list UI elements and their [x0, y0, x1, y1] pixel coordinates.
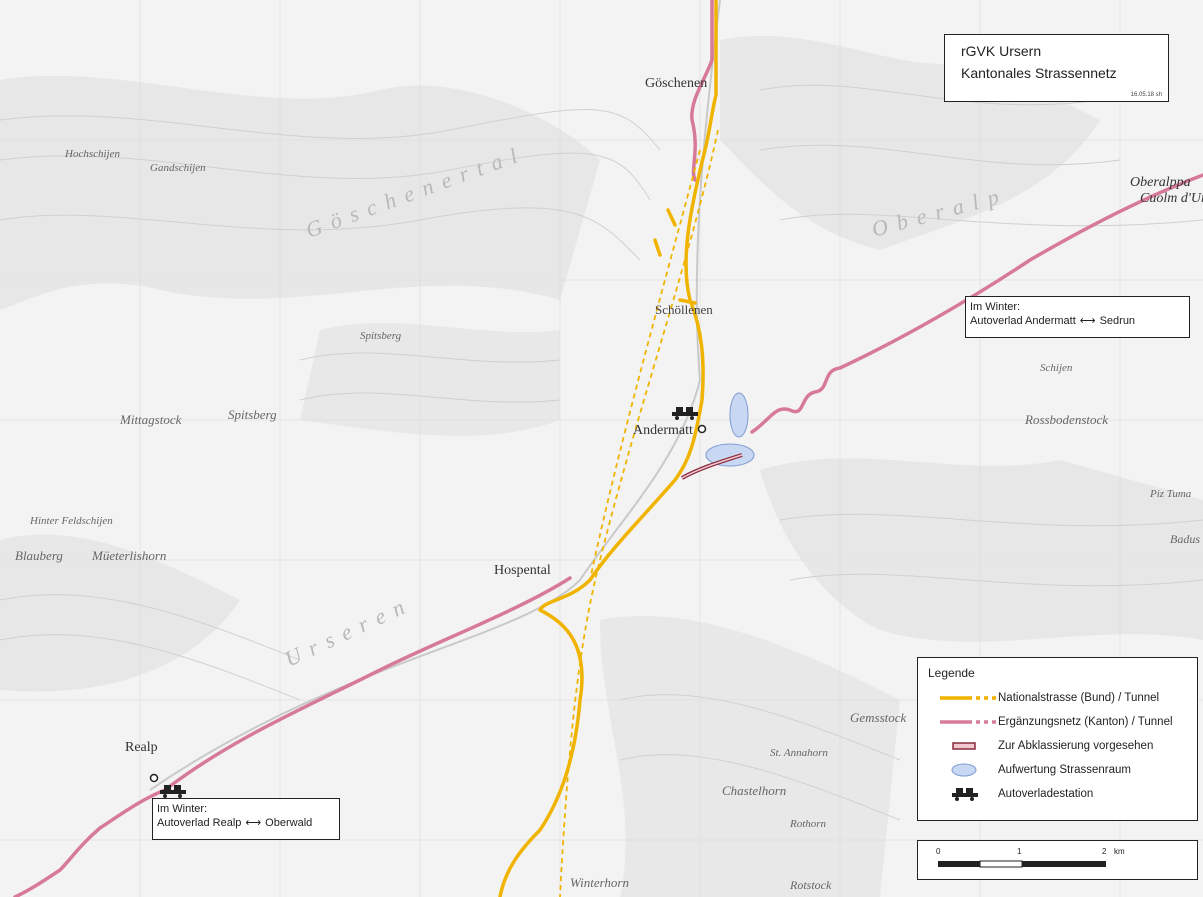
- contour-lines: [0, 84, 1203, 821]
- cantonal-road-symbol-icon: [928, 712, 998, 732]
- scale-tick-0: 0: [936, 847, 941, 856]
- legend-label: Aufwertung Strassenraum: [998, 764, 1131, 776]
- place-winterhorn: Winterhorn: [570, 875, 629, 890]
- place-st-annahorn: St. Annahorn: [770, 747, 828, 759]
- place-gandschijen: Gandschijen: [150, 162, 206, 174]
- upgrade-area-andermatt-south[interactable]: [705, 443, 755, 467]
- cantonal-road-furka[interactable]: [13, 576, 572, 897]
- upgrade-area-andermatt-north[interactable]: [729, 392, 749, 438]
- winter-note-to: Sedrun: [1099, 315, 1136, 327]
- winter-note-sedrun: Im Winter: Autoverlad Andermatt⟷Sedrun: [965, 296, 1190, 338]
- place-schijen: Schijen: [1040, 362, 1073, 374]
- terrain-relief: [0, 35, 1203, 897]
- legend-label: Ergänzungsnetz (Kanton) / Tunnel: [998, 716, 1173, 728]
- place-rotstock: Rotstock: [790, 878, 832, 892]
- place-spitsberg-2: Spitsberg: [228, 407, 277, 422]
- legend-item-upgrade-area: Aufwertung Strassenraum: [928, 760, 1187, 780]
- place-rossbodenstock: Rossbodenstock: [1025, 412, 1109, 427]
- upgrade-area-symbol-icon: [928, 760, 998, 780]
- legend-label: Nationalstrasse (Bund) / Tunnel: [998, 692, 1160, 704]
- map-title-box: rGVK Ursern Kantonales Strassennetz 16.0…: [944, 34, 1169, 102]
- place-gemsstock: Gemsstock: [850, 710, 907, 725]
- map-date: 16.05.18 sh: [1130, 92, 1162, 98]
- place-piz-tuma: Piz Tuma: [1150, 488, 1192, 500]
- place-hinter-feldschijen: Hinter Feldschijen: [30, 515, 113, 527]
- place-mittagstock: Mittagstock: [120, 412, 182, 427]
- legend-item-cantonal-road: Ergänzungsnetz (Kanton) / Tunnel: [928, 712, 1187, 732]
- double-arrow-icon: ⟷: [1079, 315, 1096, 327]
- place-chastelhorn: Chastelhorn: [722, 783, 787, 798]
- place-oberalppass[interactable]: Oberalppa: [1130, 175, 1191, 190]
- legend-item-national-road: Nationalstrasse (Bund) / Tunnel: [928, 688, 1187, 708]
- place-andermatt[interactable]: Andermatt: [633, 423, 693, 438]
- declassification-symbol-icon: [928, 736, 998, 756]
- winter-note-from: Autoverlad Andermatt: [970, 315, 1076, 327]
- national-tunnels: [559, 129, 719, 897]
- scale-bar: 0 1 2 km: [917, 840, 1198, 880]
- winter-note-heading: Im Winter:: [157, 803, 208, 815]
- map-title: rGVK Ursern: [961, 43, 1042, 59]
- national-road-schoellenen-branch[interactable]: [653, 208, 697, 305]
- cantonal-road-schoellenen[interactable]: [690, 0, 714, 182]
- place-schoellenen[interactable]: Schöllenen: [655, 302, 713, 317]
- place-badus: Badus: [1170, 532, 1200, 546]
- national-road-symbol-icon: [928, 688, 998, 708]
- scale-unit: km: [1114, 847, 1125, 856]
- station-andermatt[interactable]: [672, 407, 707, 434]
- place-cuolm-dur[interactable]: Cuolm d'Ur: [1140, 191, 1203, 206]
- winter-note-oberwald: Im Winter: Autoverlad Realp⟷Oberwald: [152, 798, 340, 840]
- car-loading-station-icon: [928, 784, 998, 804]
- place-blauberg: Blauberg: [15, 548, 63, 563]
- legend-label: Autoverladestation: [998, 788, 1094, 800]
- place-goeschenen[interactable]: Göschenen: [645, 76, 708, 91]
- station-realp[interactable]: [149, 773, 187, 799]
- double-arrow-icon: ⟷: [245, 817, 262, 829]
- legend-title: Legende: [928, 666, 975, 680]
- scale-tick-1: 1: [1017, 847, 1022, 856]
- cantonal-roads[interactable]: [13, 0, 1203, 897]
- national-road-gotthard[interactable]: [498, 0, 718, 897]
- cantonal-road-oberalp[interactable]: [750, 173, 1203, 434]
- place-hochschijen: Hochschijen: [65, 148, 120, 160]
- legend-item-declassification: Zur Abklassierung vorgesehen: [928, 736, 1187, 756]
- legend-label: Zur Abklassierung vorgesehen: [998, 740, 1154, 752]
- map-legend: Legende Nationalstrasse (Bund) / Tunnel …: [917, 657, 1198, 821]
- place-muetterlishorn: Müeterlishorn: [92, 548, 167, 563]
- place-spitsberg: Spitsberg: [360, 330, 402, 342]
- map-subtitle: Kantonales Strassennetz: [961, 65, 1117, 81]
- winter-note-from: Autoverlad Realp: [157, 817, 242, 829]
- legend-item-car-loading-station: Autoverladestation: [928, 784, 1187, 804]
- place-hospental[interactable]: Hospental: [494, 563, 551, 578]
- place-rothorn: Rothorn: [790, 818, 827, 830]
- scale-tick-2: 2: [1102, 847, 1107, 856]
- winter-note-heading: Im Winter:: [970, 301, 1021, 313]
- place-realp[interactable]: Realp: [125, 740, 158, 755]
- national-roads[interactable]: [498, 0, 718, 897]
- winter-note-to: Oberwald: [265, 817, 313, 829]
